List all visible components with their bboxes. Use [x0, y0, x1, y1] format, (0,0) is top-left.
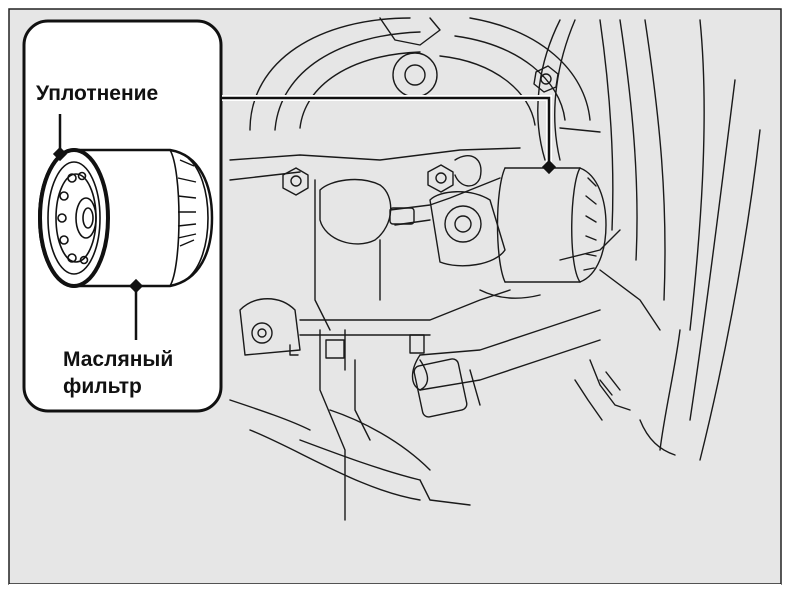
inset-callout: Уплотнение Масляный фильтр [22, 19, 223, 413]
filter-label-line2: фильтр [63, 375, 142, 398]
filter-target-marker [541, 159, 557, 175]
seal-label: Уплотнение [36, 82, 158, 105]
filter-marker [128, 278, 144, 294]
engine-drawing [229, 17, 761, 521]
filter-pointer-line [222, 95, 557, 175]
inset-filter-drawing [38, 148, 214, 288]
filter-label-line1: Масляный [63, 348, 173, 371]
